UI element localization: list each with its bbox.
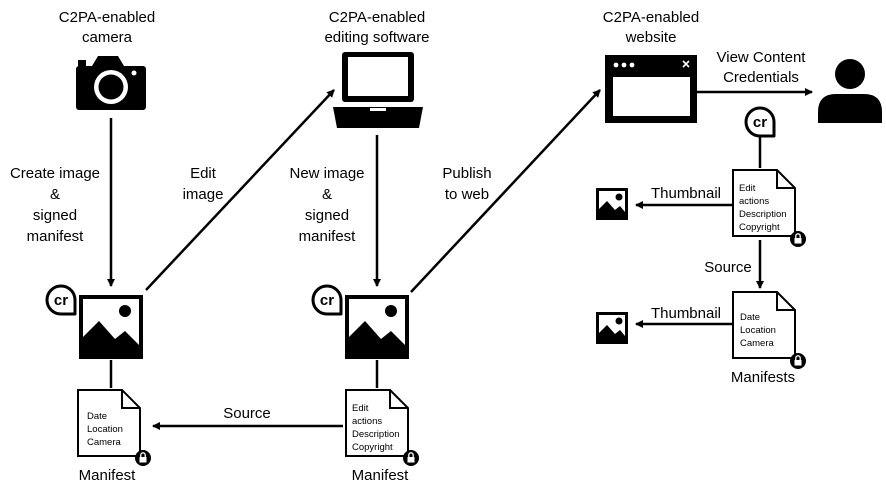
web-doc-top-line1: Edit [739, 183, 756, 194]
create-label-line3: signed [33, 207, 77, 224]
create-label-line2: & [50, 186, 60, 203]
browser-window-icon [605, 55, 697, 123]
edited-image-icon [345, 295, 409, 359]
edit-label-line1: Edit [190, 165, 217, 182]
lock-icon [402, 449, 420, 467]
web-doc-bottom-line2: Location [740, 325, 776, 336]
new-image-label-line2: & [322, 186, 332, 203]
website-title-line1: C2PA-enabled [603, 9, 699, 26]
cr-badge-text: cr [753, 114, 767, 131]
create-label-line4: manifest [27, 228, 85, 245]
new-image-label-line1: New image [289, 165, 364, 182]
view-label-line1: View Content [717, 49, 807, 66]
web-doc-bottom-line1: Date [740, 312, 760, 323]
web-doc-bottom-line3: Camera [740, 338, 775, 349]
edit-label-line2: image [183, 186, 224, 203]
thumbnail-image-icon [596, 188, 628, 220]
web-manifest-document-bottom: Date Location Camera [732, 291, 807, 370]
connector-arrows [107, 88, 813, 430]
camera-manifest-label: Manifest [79, 467, 137, 484]
cr-badge-text: cr [320, 292, 334, 309]
lock-icon [789, 230, 807, 248]
create-label-line1: Create image [10, 165, 100, 182]
camera-icon [76, 56, 146, 110]
website-title-line2: website [625, 29, 677, 46]
editor-manifest-document: Edit actions Description Copyright [345, 389, 420, 467]
editor-doc-line4: Copyright [352, 442, 393, 453]
editor-manifest-label: Manifest [352, 467, 410, 484]
camera-manifest-document: Date Location Camera [77, 389, 152, 467]
thumbnail-label-bottom: Thumbnail [651, 305, 721, 322]
web-doc-top-line2: actions [739, 196, 769, 207]
source-label-bottom: Source [223, 405, 271, 422]
thumbnail-label-top: Thumbnail [651, 185, 721, 202]
thumbnail-image-icon [596, 312, 628, 344]
publish-label-line1: Publish [442, 165, 491, 182]
editor-doc-line3: Description [352, 429, 400, 440]
web-doc-top-line3: Description [739, 209, 787, 220]
camera-doc-line3: Camera [87, 437, 122, 448]
camera-image-icon [79, 295, 143, 359]
cr-badge-text: cr [54, 292, 68, 309]
source-label-right: Source [704, 259, 752, 276]
web-manifest-document-top: Edit actions Description Copyright [732, 169, 807, 248]
new-image-label-line4: manifest [299, 228, 357, 245]
camera-doc-line2: Location [87, 424, 123, 435]
user-icon [818, 59, 882, 123]
lock-icon [789, 352, 807, 370]
laptop-icon [333, 52, 423, 128]
web-doc-top-line4: Copyright [739, 222, 780, 233]
editor-title-line1: C2PA-enabled [329, 9, 425, 26]
publish-label-line2: to web [445, 186, 489, 203]
editor-doc-line2: actions [352, 416, 382, 427]
web-manifests-label: Manifests [731, 369, 795, 386]
view-label-line2: Credentials [723, 69, 799, 86]
editor-doc-line1: Edit [352, 403, 369, 414]
lock-icon [134, 449, 152, 467]
camera-title-line2: camera [82, 29, 133, 46]
new-image-label-line3: signed [305, 207, 349, 224]
editor-title-line2: editing software [324, 29, 429, 46]
camera-title-line1: C2PA-enabled [59, 9, 155, 26]
camera-doc-line1: Date [87, 411, 107, 422]
